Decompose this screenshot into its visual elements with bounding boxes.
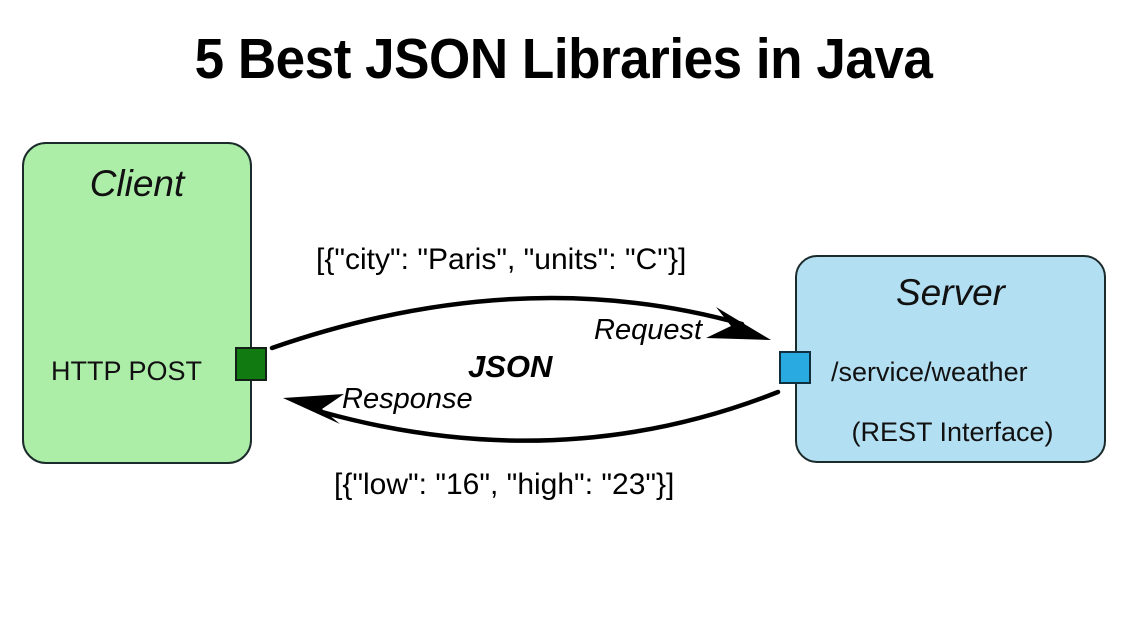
client-http-method-label: HTTP POST xyxy=(50,356,203,386)
response-arrow-head xyxy=(283,394,344,424)
client-port-square xyxy=(235,347,267,381)
request-edge-label: Request xyxy=(594,314,703,346)
response-payload-label: [{"low": "16", "high": "23"}] xyxy=(334,468,675,501)
server-node: Server /service/weather (REST Interface) xyxy=(795,255,1106,463)
json-center-label: JSON xyxy=(468,349,553,384)
server-rest-interface-note: (REST Interface) xyxy=(851,417,1054,447)
server-node-title: Server xyxy=(896,272,1005,313)
request-payload-label: [{"city": "Paris", "units": "C"}] xyxy=(316,243,687,276)
response-edge-label: Response xyxy=(342,383,473,415)
client-node-title: Client xyxy=(89,163,185,204)
request-arrow-head xyxy=(706,307,771,340)
server-endpoint-path: /service/weather xyxy=(831,357,1028,387)
client-node: Client HTTP POST xyxy=(22,142,252,464)
server-port-square xyxy=(779,351,811,384)
page-title: 5 Best JSON Libraries in Java xyxy=(194,27,933,91)
